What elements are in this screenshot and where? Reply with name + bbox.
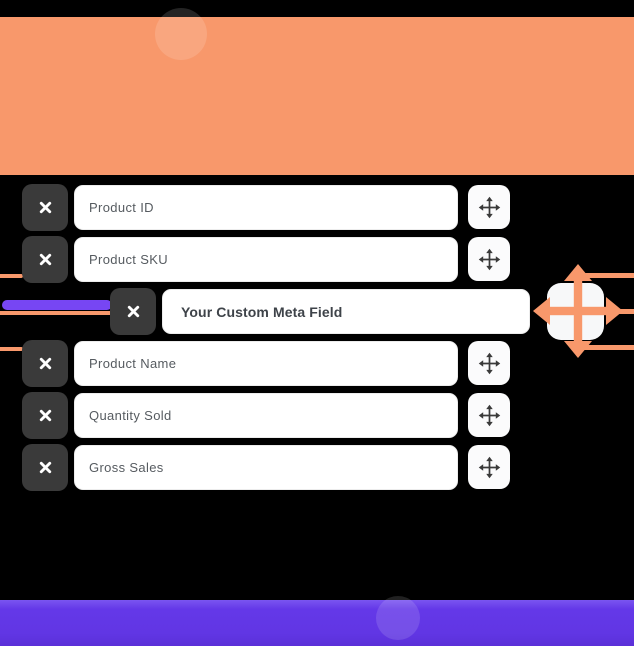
close-icon xyxy=(127,305,139,318)
field-label: Product Name xyxy=(89,356,177,371)
field-row: Product ID xyxy=(0,184,634,231)
drag-handle-button[interactable] xyxy=(468,185,510,229)
footer-band-glow xyxy=(376,596,420,640)
move-icon xyxy=(478,404,500,426)
footer-band xyxy=(0,596,634,646)
drag-highlight-bar xyxy=(2,300,112,310)
drag-handle-button[interactable] xyxy=(468,341,510,385)
field-row: Quantity Sold xyxy=(0,392,634,439)
field-name-input[interactable]: Product SKU xyxy=(74,237,458,282)
drag-guide-line-right-bottom xyxy=(577,345,634,350)
move-cursor[interactable] xyxy=(533,264,623,358)
field-list: Product ID Product SKU xyxy=(0,184,634,491)
header-band-glow xyxy=(155,8,207,60)
field-row: Gross Sales xyxy=(0,444,634,491)
close-icon xyxy=(39,461,51,474)
field-name-input[interactable]: Quantity Sold xyxy=(74,393,458,438)
close-icon xyxy=(39,409,51,422)
move-icon xyxy=(478,456,500,478)
header-band xyxy=(0,8,634,175)
remove-field-button[interactable] xyxy=(22,392,68,439)
field-label: Gross Sales xyxy=(89,460,164,475)
move-icon xyxy=(478,248,500,270)
move-arrows-large-icon xyxy=(533,264,623,358)
move-icon xyxy=(478,352,500,374)
drag-guide-line-left-top xyxy=(0,274,23,278)
remove-field-button[interactable] xyxy=(22,236,68,283)
field-label: Product ID xyxy=(89,200,154,215)
field-label: Product SKU xyxy=(89,252,168,267)
drag-guide-line-left-middle xyxy=(0,311,112,315)
remove-field-button[interactable] xyxy=(110,288,156,335)
move-icon xyxy=(478,196,500,218)
field-name-input[interactable]: Product ID xyxy=(74,185,458,230)
field-row: Your Custom Meta Field xyxy=(0,288,634,335)
field-name-input[interactable]: Product Name xyxy=(74,341,458,386)
field-row: Product Name xyxy=(0,340,634,387)
remove-field-button[interactable] xyxy=(22,444,68,491)
field-label: Your Custom Meta Field xyxy=(181,303,343,320)
field-label: Quantity Sold xyxy=(89,408,172,423)
field-name-input[interactable]: Your Custom Meta Field xyxy=(162,289,530,334)
drag-handle-button[interactable] xyxy=(468,393,510,437)
field-name-input[interactable]: Gross Sales xyxy=(74,445,458,490)
drag-guide-line-right-middle xyxy=(618,309,634,314)
remove-field-button[interactable] xyxy=(22,184,68,231)
close-icon xyxy=(39,253,51,266)
drag-handle-button[interactable] xyxy=(468,237,510,281)
drag-handle-button[interactable] xyxy=(468,445,510,489)
field-row: Product SKU xyxy=(0,236,634,283)
close-icon xyxy=(39,357,51,370)
drag-guide-line-right-top xyxy=(577,273,634,278)
remove-field-button[interactable] xyxy=(22,340,68,387)
close-icon xyxy=(39,201,51,214)
drag-guide-line-left-bottom xyxy=(0,347,23,351)
